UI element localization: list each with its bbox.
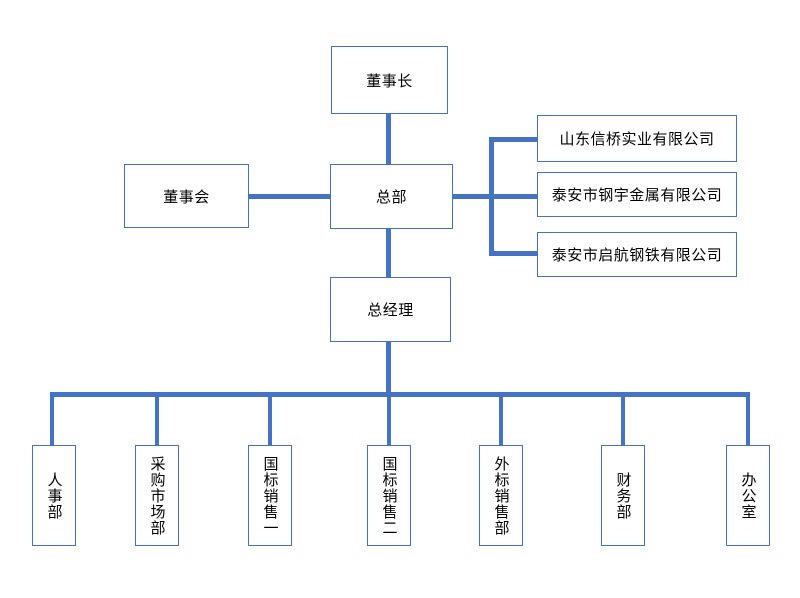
node-general-manager: 总经理 <box>330 277 451 342</box>
node-chairman: 董事长 <box>331 46 448 114</box>
node-company-1: 山东信桥实业有限公司 <box>537 115 737 162</box>
connector-spine-company-3 <box>489 251 537 256</box>
node-company-3: 泰安市启航钢铁有限公司 <box>537 232 737 277</box>
node-company-2: 泰安市钢宇金属有限公司 <box>537 172 737 217</box>
node-department-hr: 人事部 <box>32 445 76 546</box>
connector-companies-spine <box>489 137 494 256</box>
connector-chairman-headquarters <box>386 114 391 164</box>
connector-headquarters-companies <box>453 194 537 199</box>
connector-drop-department-7 <box>746 397 750 445</box>
node-department-purchasing: 采购市场部 <box>135 445 179 546</box>
connector-drop-department-6 <box>621 397 625 445</box>
connector-drop-department-1 <box>50 397 54 445</box>
connector-drop-department-4 <box>387 397 391 445</box>
node-department-gb-sales-2: 国标销售二 <box>367 445 411 546</box>
connector-departments-bus <box>50 392 750 397</box>
connector-drop-department-5 <box>499 397 503 445</box>
node-headquarters: 总部 <box>330 164 453 229</box>
node-department-gb-sales-1: 国标销售一 <box>248 445 292 546</box>
connector-headquarters-gm <box>386 229 391 277</box>
node-board: 董事会 <box>124 164 249 228</box>
connector-board-headquarters <box>249 194 330 199</box>
node-department-general-office: 办公室 <box>726 445 770 546</box>
node-department-finance: 财务部 <box>601 445 645 546</box>
connector-drop-department-2 <box>155 397 159 445</box>
connector-gm-bus <box>386 342 391 397</box>
connector-drop-department-3 <box>268 397 272 445</box>
node-department-export-sales: 外标销售部 <box>479 445 523 546</box>
connector-spine-company-1 <box>489 137 537 142</box>
